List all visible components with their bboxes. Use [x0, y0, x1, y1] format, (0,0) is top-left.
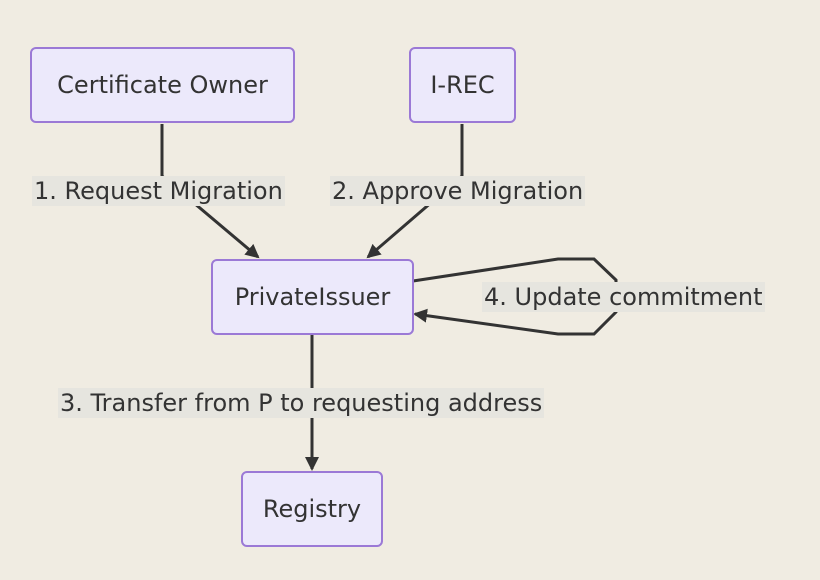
node-label: PrivateIssuer: [234, 283, 391, 311]
edge-label-update-commitment: 4. Update commitment: [482, 282, 765, 312]
edge-label-approve-migration: 2. Approve Migration: [330, 176, 586, 206]
node-i-rec: I-REC: [409, 47, 516, 123]
node-certificate-owner: Certificate Owner: [30, 47, 295, 123]
node-registry: Registry: [241, 471, 383, 547]
edge-label-request-migration: 1. Request Migration: [32, 176, 285, 206]
node-label: Certificate Owner: [57, 71, 268, 99]
edge-label-transfer: 3. Transfer from P to requesting address: [58, 388, 545, 418]
node-label: Registry: [262, 495, 362, 523]
node-label: I-REC: [430, 71, 495, 99]
node-private-issuer: PrivateIssuer: [211, 259, 414, 335]
